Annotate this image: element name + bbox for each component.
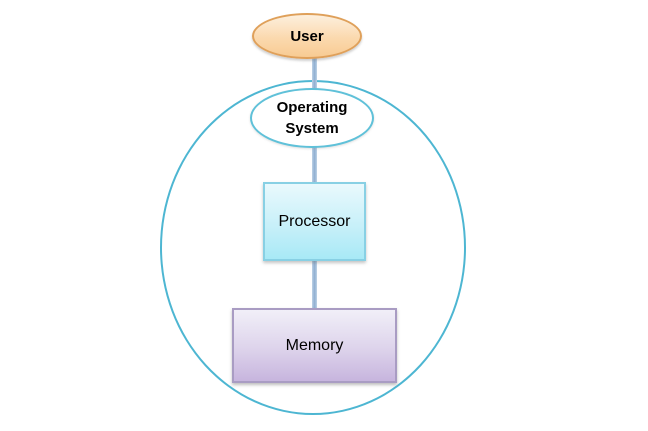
- connector-user-to-os: [312, 57, 317, 90]
- node-user: User: [252, 13, 362, 59]
- node-operating-system-label-line1: Operating: [276, 99, 348, 116]
- node-operating-system: Operating System: [250, 88, 374, 148]
- connector-os-to-processor: [312, 146, 317, 184]
- node-processor-label: Processor: [278, 212, 351, 230]
- node-processor: Processor: [263, 182, 366, 261]
- node-memory: Memory: [232, 308, 397, 383]
- node-memory-label: Memory: [285, 336, 344, 354]
- node-user-label: User: [290, 27, 324, 45]
- node-operating-system-label-line2: System: [285, 120, 339, 137]
- connector-processor-to-memory: [312, 259, 317, 310]
